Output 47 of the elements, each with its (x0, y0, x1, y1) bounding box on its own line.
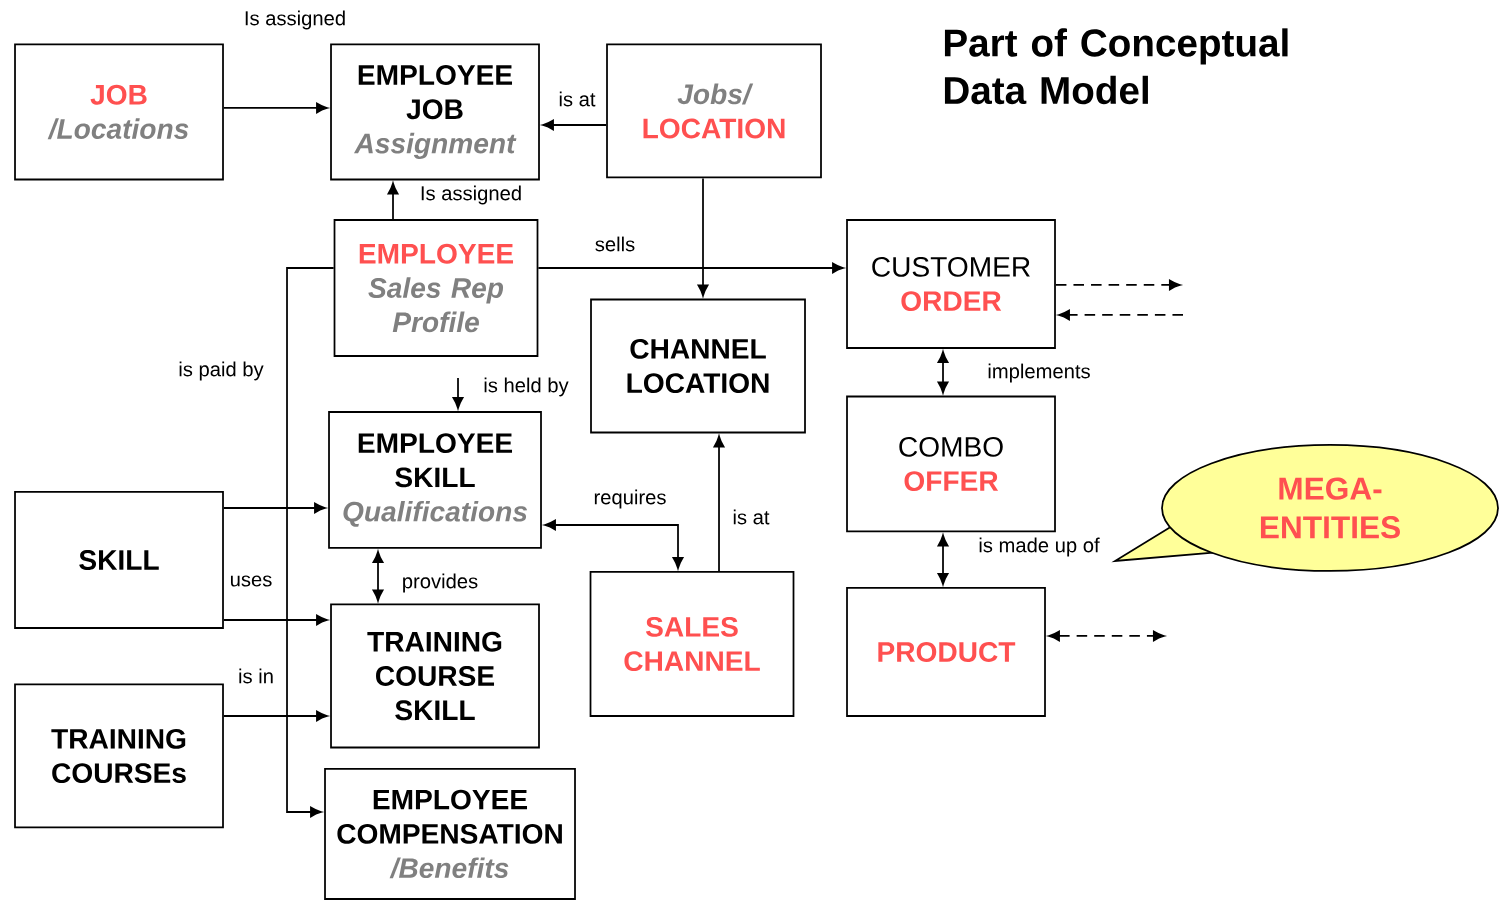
arrow (372, 551, 384, 602)
edge-label: is at (730, 507, 772, 527)
arrow (223, 614, 328, 626)
entity-box: JOB /Locations (14, 43, 224, 181)
arrow (937, 534, 949, 585)
edge-label: is in (236, 666, 276, 686)
edge-label: requires (591, 487, 669, 511)
entity-box: TRAINING COURSEs (14, 683, 224, 829)
arrow (223, 710, 328, 722)
arrow (713, 435, 725, 572)
entity-box: CHANNEL LOCATION (590, 298, 806, 434)
edge-label: is held by (481, 375, 571, 399)
dashed-arrow (1058, 309, 1184, 321)
edge-label: sells (593, 234, 637, 254)
entity-box: CUSTOMER ORDER (846, 219, 1056, 349)
arrow (697, 177, 709, 297)
entity-box: SALES CHANNEL (589, 571, 795, 717)
dashed-arrow (1055, 279, 1181, 291)
edge-label: is made up of (976, 535, 1102, 559)
edge-label: provides (400, 571, 480, 595)
arrow (544, 519, 684, 569)
arrow (937, 351, 949, 394)
edge-label: implements (985, 361, 1093, 385)
edge-label: uses (227, 573, 275, 589)
arrow (387, 182, 399, 220)
entity-box: EMPLOYEE COMPENSATION /Benefits (324, 768, 576, 900)
entity-box: TRAINING COURSE SKILL (330, 603, 540, 749)
arrow (542, 119, 607, 131)
entity-box: EMPLOYEE Sales Rep Profile (333, 219, 539, 357)
edge-label: is at (556, 89, 598, 109)
edge-label: is paid by (176, 359, 266, 383)
title: Part of Conceptual Data Model (944, 28, 1288, 105)
entity-box: EMPLOYEE JOB Assignment (330, 43, 540, 181)
speech-bubble: MEGA-ENTITIES (1111, 444, 1499, 572)
entity-box: EMPLOYEE SKILL Qualifications (328, 411, 542, 549)
entity-box: SKILL (14, 491, 224, 629)
arrow (223, 102, 328, 114)
entity-box: Jobs/ LOCATION (606, 43, 822, 179)
edge-label: Is assigned (418, 183, 524, 207)
arrow (537, 262, 844, 274)
arrow (223, 502, 326, 514)
arrow (452, 377, 464, 409)
entity-box: PRODUCT (846, 587, 1046, 717)
edge-label: Is assigned (242, 8, 348, 32)
arrow (286, 267, 335, 818)
dashed-arrow (1048, 630, 1165, 642)
entity-box: COMBO OFFER (846, 395, 1056, 533)
